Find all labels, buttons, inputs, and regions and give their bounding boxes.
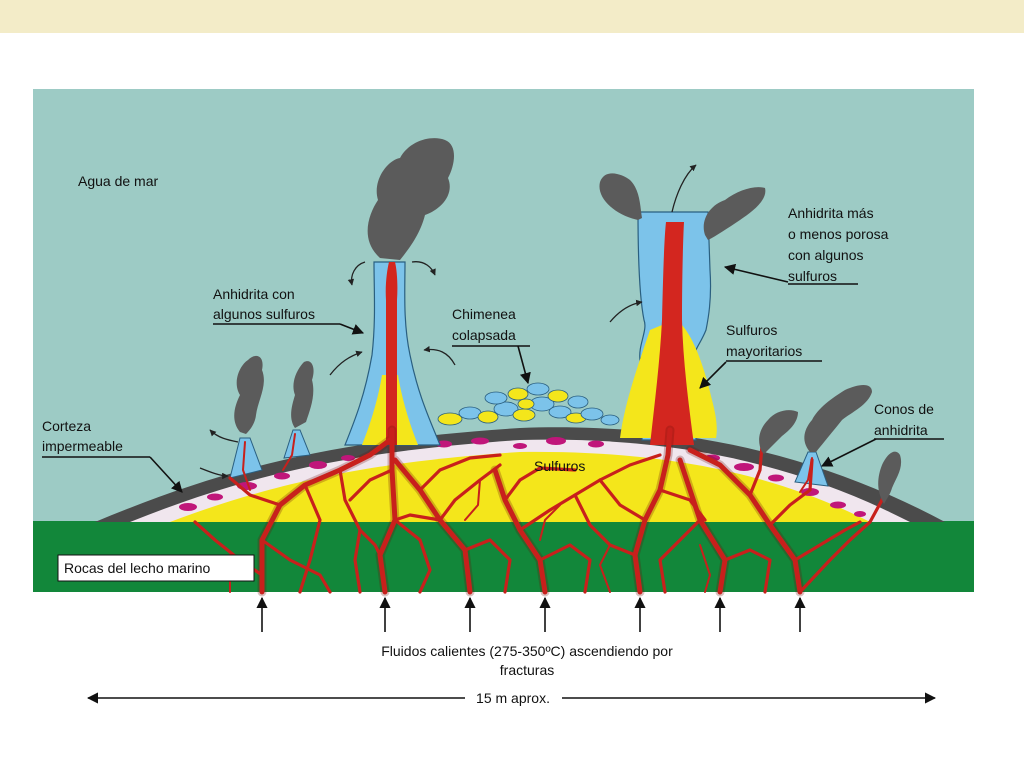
label-collapsed-chimney: Chimenea colapsada: [452, 306, 531, 385]
label-major-sulfides: Sulfuros mayoritarios: [699, 322, 822, 389]
svg-text:Anhidrita con: Anhidrita con: [213, 286, 295, 302]
svg-text:o menos porosa: o menos porosa: [788, 226, 889, 242]
svg-text:Conos de: Conos de: [874, 401, 934, 417]
svg-text:Rocas del lecho marino: Rocas del lecho marino: [64, 560, 211, 576]
label-impermeable-crust: Corteza impermeable: [42, 418, 183, 493]
top-header-band: [0, 0, 1024, 33]
svg-text:impermeable: impermeable: [42, 438, 123, 454]
right-chimney: [620, 211, 717, 445]
svg-text:con algunos: con algunos: [788, 247, 864, 263]
label-anhydrite-cones: Conos de anhidrita: [820, 401, 944, 467]
label-sea-water: Agua de mar: [78, 173, 158, 189]
svg-text:mayoritarios: mayoritarios: [726, 343, 802, 359]
svg-text:Sulfuros: Sulfuros: [726, 322, 777, 338]
scale-bar: 15 m aprox.: [86, 690, 937, 706]
label-hot-fluids-1: Fluidos calientes (275-350ºC) ascendiend…: [381, 643, 673, 659]
label-anhydrite-with-sulfides: Anhidrita con algunos sulfuros: [213, 286, 365, 335]
collapsed-chimney-rubble: [437, 382, 620, 426]
svg-text:Anhidrita más: Anhidrita más: [788, 205, 874, 221]
label-sulfides: Sulfuros: [534, 458, 585, 474]
svg-text:colapsada: colapsada: [452, 327, 516, 343]
svg-text:Chimenea: Chimenea: [452, 306, 516, 322]
label-scale: 15 m aprox.: [476, 690, 550, 706]
upward-fluid-arrows: [256, 596, 806, 632]
black-smoke-plumes: [234, 138, 902, 504]
fluid-veins: [193, 425, 887, 597]
label-hot-fluids-2: fracturas: [500, 662, 554, 678]
flow-arrows: [199, 164, 697, 480]
svg-text:sulfuros: sulfuros: [788, 268, 837, 284]
svg-text:Corteza: Corteza: [42, 418, 91, 434]
label-porous-anhydrite: Anhidrita más o menos porosa con algunos…: [723, 205, 889, 285]
left-chimney: [344, 261, 441, 446]
label-agua-de-mar: Agua de mar: [78, 173, 158, 189]
svg-text:anhidrita: anhidrita: [874, 422, 928, 438]
svg-text:algunos sulfuros: algunos sulfuros: [213, 306, 315, 322]
label-seabed-rocks: Rocas del lecho marino: [57, 554, 255, 582]
